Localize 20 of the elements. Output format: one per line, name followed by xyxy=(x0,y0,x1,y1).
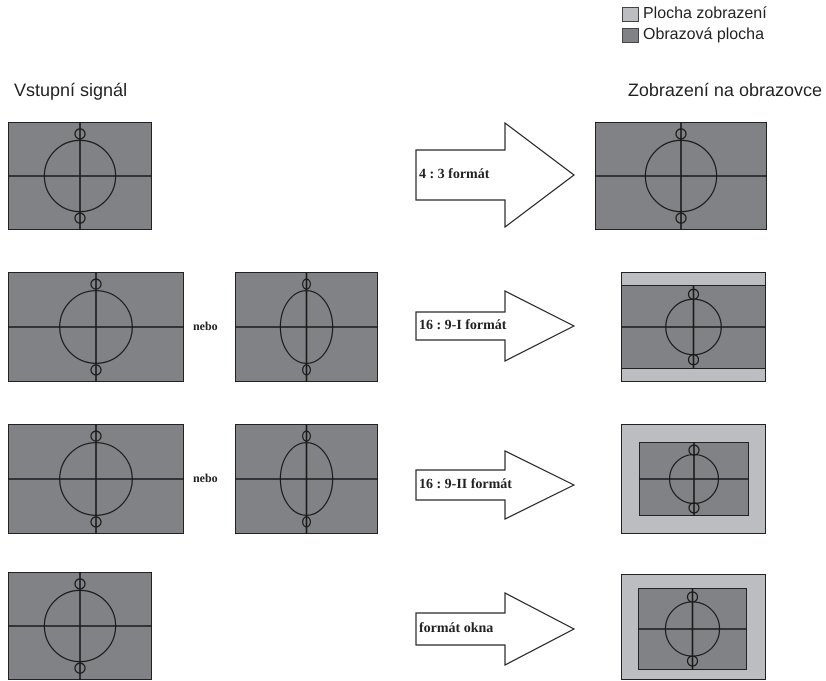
arrow-label: 16 : 9-I formát xyxy=(419,318,506,334)
test-pattern-drawing xyxy=(621,272,766,382)
or-label: nebo xyxy=(193,471,218,486)
arrow-label: 16 : 9-II formát xyxy=(419,477,512,493)
test-pattern-drawing xyxy=(621,424,766,534)
column-heading: Zobrazení na obrazovce xyxy=(628,80,822,101)
test-pattern-drawing xyxy=(8,122,152,230)
test-pattern-drawing xyxy=(235,424,378,534)
arrow-label: formát okna xyxy=(419,621,494,637)
arrow-label: 4 : 3 formát xyxy=(419,167,490,183)
or-label: nebo xyxy=(193,319,218,334)
legend-text: Obrazová plocha xyxy=(643,26,764,44)
test-pattern-drawing xyxy=(235,272,378,382)
test-pattern-drawing xyxy=(621,574,766,680)
test-pattern-drawing xyxy=(8,424,184,534)
test-pattern-drawing xyxy=(595,122,767,230)
column-heading: Vstupní signál xyxy=(14,80,128,101)
test-pattern-drawing xyxy=(8,572,152,680)
legend-text: Plocha zobrazení xyxy=(643,5,767,23)
test-pattern-drawing xyxy=(8,272,184,382)
